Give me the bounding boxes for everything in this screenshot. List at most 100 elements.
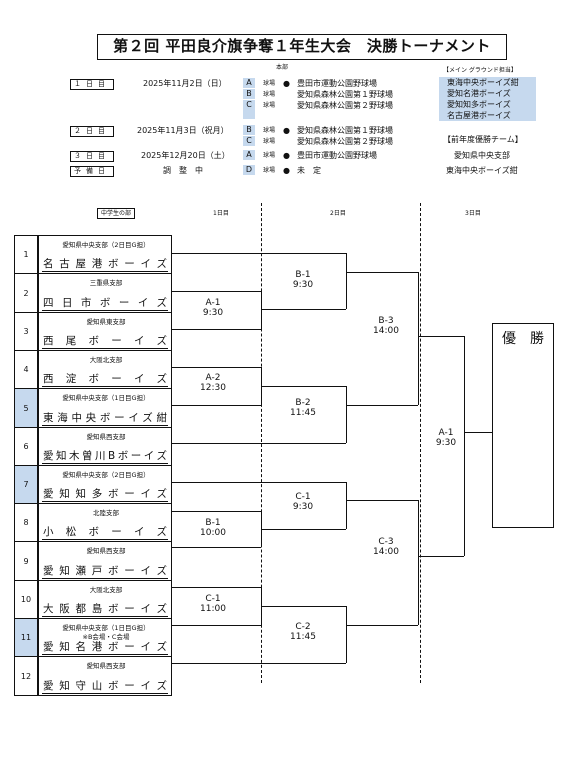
game-time: 11:45 [290,408,316,418]
venue-prefix: 球場 [263,91,276,98]
team-name-underline [42,654,168,655]
team-branch: 大阪北支部 [89,356,123,364]
venue-prefix: 球場 [263,152,276,159]
team-branch: 愛知県中央支部（2日目G担） [62,471,150,479]
bracket-line [172,587,261,588]
bracket-line [418,556,464,557]
bracket-line [172,253,346,254]
game-time: 10:00 [200,528,226,538]
game-time: 11:00 [200,604,226,614]
game-label: B-3 [378,316,394,326]
reserve-day-label: 予備日 [70,166,114,177]
team-row: 北陸支部小松ボーイズ [38,503,172,542]
headquarters-bullet-icon: ● [283,126,290,135]
headquarters-bullet-icon: ● [283,151,290,160]
main-ground-team: 東海中央ボーイズ紺 [447,78,519,87]
day1-venue-b-letter: B [243,89,255,99]
day1-venue-c-letter: C [243,100,255,110]
team-name: 四日市ボーイズ [43,297,167,309]
team-name-underline [42,271,168,272]
team-name: 愛知守山ボーイズ [43,680,167,692]
team-branch: 愛知県東支部 [86,318,126,326]
headquarters-note: 本部 [276,64,289,71]
reserve-venue-d-letter: D [243,165,255,175]
team-row: 愛知県西支部愛知守山ボーイズ [38,656,172,696]
day3-date: 2025年12月20日（土） [141,151,230,160]
previous-winner-note: 【前年度優勝チーム】 [443,135,523,144]
team-name: 大阪都島ボーイズ [43,603,167,615]
game-time: 9:30 [292,502,314,512]
team-name: 愛知名港ボーイズ [43,641,167,653]
round-header-day1: 1日目 [213,210,229,217]
game-label: B-2 [295,398,311,408]
game-time: 9:30 [292,280,314,290]
venue-prefix: 球場 [263,167,276,174]
bracket-line [172,547,261,548]
reserve-day-team: 東海中央ボーイズ紺 [446,166,518,175]
team-name: 愛知木曽川Bボーイズ [43,450,167,462]
main-ground-note: 【メイン グラウンド担当】 [443,67,517,74]
team-name: 名古屋港ボーイズ [43,258,167,270]
bracket-line [418,500,419,625]
game-label: C-1 [205,594,221,604]
game-time: 14:00 [373,326,399,336]
team-branch: 愛知県西支部 [86,662,126,670]
game-label: A-1 [438,428,454,438]
day1-venue-a-letter: A [243,78,255,88]
bracket-line [261,606,346,607]
bracket-line [261,529,346,530]
team-branch: 愛知県中央支部（1日目G担） [62,624,150,632]
bracket-line [346,386,347,443]
game-label: B-1 [205,518,221,528]
bracket-line [418,272,419,405]
game-time: 9:30 [202,308,224,318]
team-name-underline [42,501,168,502]
venue-prefix: 球場 [263,102,276,109]
venue-name: 愛知県森林公園第２野球場 [297,101,393,110]
venue-prefix: 球場 [263,127,276,134]
game-time: 11:45 [290,632,316,642]
day1-letter-shade [243,110,255,119]
winner-label: 優 勝 [502,331,544,347]
game-label: C-1 [295,492,311,502]
bracket-line [346,500,418,501]
day2-venue-c-letter: C [243,136,255,146]
team-row: 愛知県中央支部（1日目G担）※B会場・C会場愛知名港ボーイズ [38,618,172,657]
division-label: 中学生の部 [97,208,136,219]
game-time: 14:00 [373,547,399,557]
team-name: 東海中央ボーイズ紺 [43,412,167,424]
game-label: A-2 [205,373,221,383]
team-name-underline [42,616,168,617]
venue-prefix: 球場 [263,80,276,87]
main-ground-box [439,77,536,121]
team-seed-7: 7 [14,465,38,504]
game-time: 9:30 [435,438,457,448]
team-name-underline [42,386,168,387]
team-seed-10: 10 [14,580,38,619]
team-name-underline [42,578,168,579]
team-name-underline [42,425,168,426]
bracket-line [172,367,261,368]
bracket-line [464,432,492,433]
main-ground-team: 愛知知多ボーイズ [447,100,511,109]
team-branch-note: ※B会場・C会場 [82,633,130,641]
bracket-line [346,405,418,406]
team-seed-11: 11 [14,618,38,657]
team-seed-9: 9 [14,541,38,581]
bracket-line [346,253,347,309]
team-branch: 北陸支部 [93,509,119,517]
team-row: 愛知県西支部愛知瀬戸ボーイズ [38,541,172,581]
game-label: B-1 [295,270,311,280]
round-header-day2: 2日目 [330,210,346,217]
bracket-line [172,291,261,292]
team-seed-4: 4 [14,350,38,389]
bracket-line [172,625,261,626]
team-name: 西尾ボーイズ [43,335,167,347]
team-name: 小松ボーイズ [43,526,167,538]
bracket-line [172,511,261,512]
team-row: 愛知県中央支部（2日目G担）愛知知多ボーイズ [38,465,172,504]
team-row: 愛知県西支部愛知木曽川Bボーイズ [38,427,172,466]
